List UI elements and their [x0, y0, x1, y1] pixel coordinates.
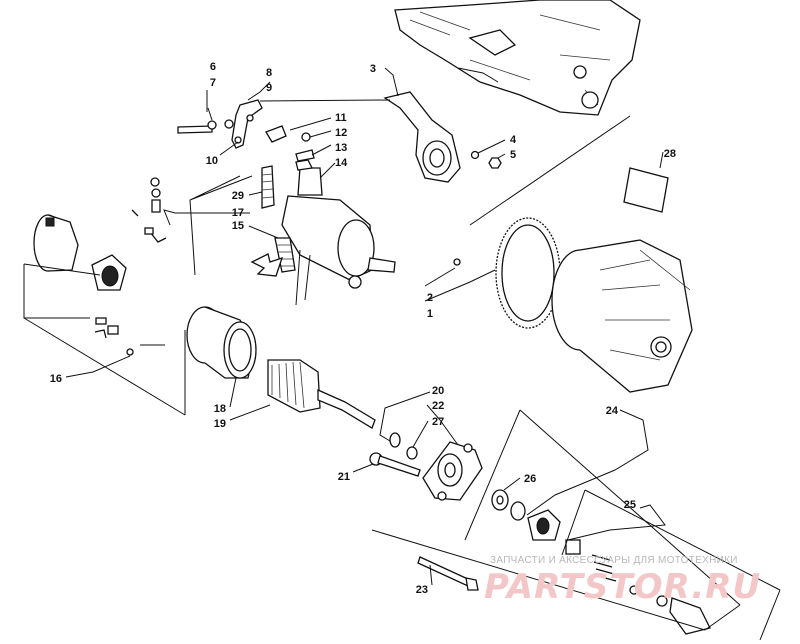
engine-crankcase [394, 0, 641, 116]
washers-20-27 [389, 432, 418, 460]
washer-26 [491, 489, 526, 521]
drive-end-housing [422, 441, 483, 501]
callout-8: 8 [266, 67, 272, 79]
callout-27: 27 [432, 416, 444, 428]
callout-20: 20 [432, 385, 444, 397]
clip-hardware-11-14 [265, 125, 315, 162]
callout-13: 13 [335, 142, 347, 154]
callout-14: 14 [335, 157, 348, 169]
bolt-washer-4-5 [470, 150, 502, 169]
callout-26: 26 [524, 473, 536, 485]
armature [267, 359, 376, 429]
brush-holder-plate [91, 254, 127, 291]
callout-10: 10 [206, 155, 218, 167]
callout-19: 19 [214, 418, 226, 430]
callout-labels: 1 2 3 4 5 6 7 8 9 10 11 12 13 14 15 16 1… [50, 61, 676, 596]
label-plate-28 [623, 167, 669, 213]
callout-4: 4 [510, 134, 517, 146]
callout-9: 9 [266, 82, 272, 94]
through-bolt-23 [417, 556, 479, 591]
callout-25: 25 [624, 499, 636, 511]
commutator-end-cap [33, 214, 79, 272]
callout-12: 12 [335, 127, 347, 139]
callout-1: 1 [427, 308, 433, 320]
rubber-boot-hose [261, 165, 296, 273]
ring-gear [453, 217, 561, 329]
starter-mount-bracket [383, 91, 461, 183]
callout-7: 7 [210, 77, 216, 89]
callout-11: 11 [335, 112, 347, 124]
callout-2: 2 [427, 292, 433, 304]
callout-22: 22 [432, 400, 444, 412]
callout-24: 24 [606, 405, 619, 417]
bolt-bracket-6-10 [177, 99, 263, 149]
callout-29: 29 [232, 190, 244, 202]
callout-23: 23 [416, 584, 428, 596]
callout-3: 3 [370, 63, 376, 75]
watermark: ЗАПЧАСТИ И АКСЕССУАРЫ ДЛЯ МОТОТЕХНИКИ PA… [484, 555, 761, 607]
watermark-logo-text: PARTSTOR.RU [484, 567, 761, 607]
brushes-springs [94, 317, 134, 356]
field-frame-housing [186, 306, 257, 379]
bendix-drive-assembly [527, 509, 711, 635]
callout-15: 15 [232, 220, 244, 232]
watermark-caption: ЗАПЧАСТИ И АКСЕССУАРЫ ДЛЯ МОТОТЕХНИКИ [490, 555, 738, 566]
callout-5: 5 [510, 149, 516, 161]
callout-16: 16 [50, 373, 62, 385]
callout-6: 6 [210, 61, 216, 73]
starter-motor-assembly [281, 159, 396, 306]
through-bolt-21 [369, 452, 421, 477]
flywheel-drive-clutch [551, 239, 693, 393]
callout-28: 28 [664, 148, 676, 160]
callout-21: 21 [338, 471, 350, 483]
direction-arrow [250, 253, 284, 277]
callout-18: 18 [214, 403, 226, 415]
callout-17: 17 [232, 207, 244, 219]
terminal-hardware-17 [131, 177, 167, 243]
leader-lines [23, 67, 781, 641]
